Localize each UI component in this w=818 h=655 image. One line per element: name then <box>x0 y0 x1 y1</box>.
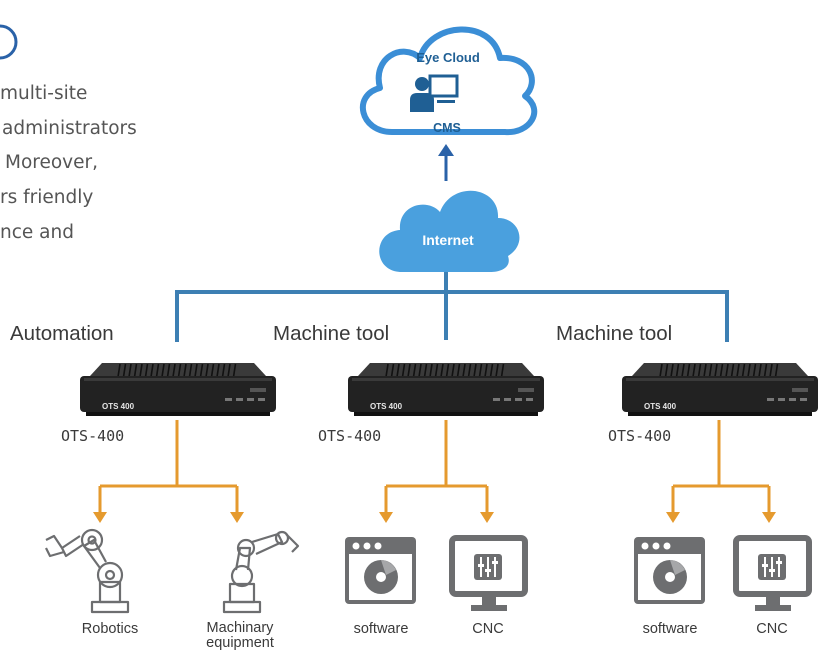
endpoint-label-software: software <box>642 621 698 637</box>
step-badge-icon <box>0 24 18 60</box>
intro-line: multi-site <box>0 83 88 104</box>
intro-line: nce and <box>0 221 74 243</box>
uplink-arrow-icon <box>438 144 454 181</box>
distribution-arrowheads <box>93 512 776 523</box>
internet-cloud-icon <box>379 190 520 272</box>
robot-arm-icon <box>222 530 300 614</box>
segment-label-automation: Automation <box>10 322 114 345</box>
cnc-monitor-icon <box>733 535 812 611</box>
distribution-lines <box>98 420 771 514</box>
intro-paragraph: multi-site administrators Moreover, rs f… <box>0 77 200 250</box>
segment-label-machine-tool: Machine tool <box>556 322 673 345</box>
software-window-icon <box>634 537 705 604</box>
endpoint-label-robotics: Robotics <box>81 621 139 637</box>
device-badge-text: OTS 400 <box>370 402 403 411</box>
device-label: OTS-400 <box>608 427 672 445</box>
endpoint-label-software: software <box>353 621 409 637</box>
cnc-monitor-icon <box>449 535 528 611</box>
endpoint-label-cnc: CNC <box>756 621 788 637</box>
endpoint-label-cnc: CNC <box>472 621 504 637</box>
intro-line: rs friendly <box>0 187 94 209</box>
ots-400-device: OTS 400 <box>80 363 276 416</box>
device-label: OTS-400 <box>318 427 382 445</box>
endpoint-label-machinary-equipment: Machinary equipment <box>206 620 274 651</box>
intro-line: Moreover, <box>5 152 98 174</box>
backbone-lines <box>175 272 729 342</box>
segment-label-machine-tool: Machine tool <box>273 322 390 345</box>
device-badge-text: OTS 400 <box>102 402 135 411</box>
software-window-icon <box>345 537 416 604</box>
devices: OTS 400 OTS 400 OTS 400 <box>80 363 818 416</box>
internet-label: Internet <box>422 232 474 248</box>
cloud-title: Eye Cloud <box>416 50 480 65</box>
ots-400-device: OTS 400 <box>348 363 544 416</box>
robot-arm-icon <box>45 528 130 614</box>
cloud-subtitle: CMS <box>433 121 461 135</box>
intro-line: administrators <box>2 117 137 139</box>
ots-400-device: OTS 400 <box>622 363 818 416</box>
device-label: OTS-400 <box>61 427 125 445</box>
device-badge-text: OTS 400 <box>644 402 677 411</box>
cms-operator-icon <box>410 74 459 112</box>
